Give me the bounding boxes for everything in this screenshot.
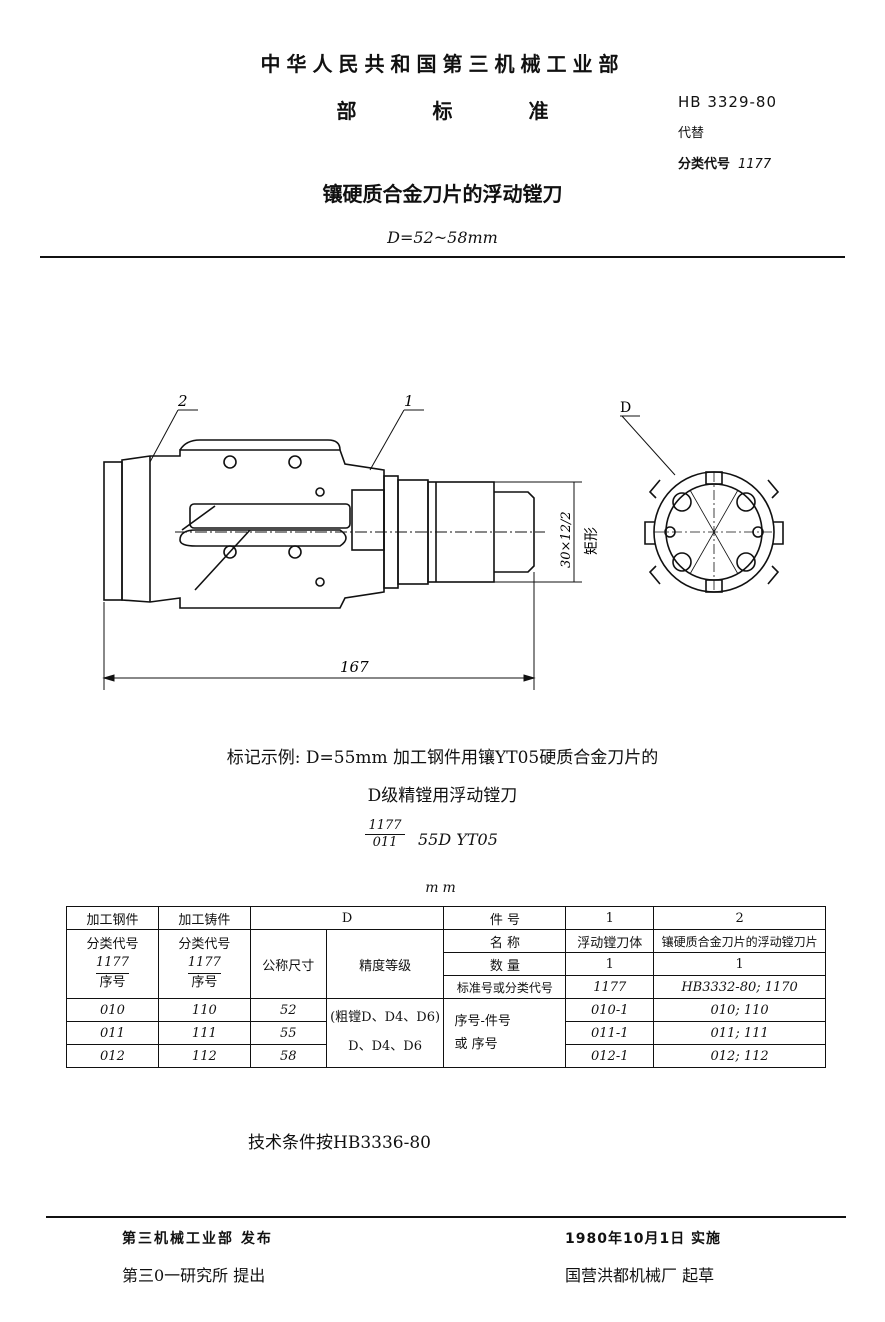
header-stdno: 标准号或分类代号: [443, 975, 567, 999]
proposer: 第三0一研究所 提出: [122, 1266, 266, 1285]
document-subtitle: D=52~58mm: [387, 228, 498, 247]
header-qty: 数 量: [443, 952, 567, 976]
seq-note-cell: 序号-件号 或 序号: [443, 998, 567, 1068]
class-code: 分类代号 1177: [678, 153, 771, 172]
row3-part-2: 012; 112: [653, 1044, 826, 1068]
seq-note-1: 序号-件号: [454, 1013, 511, 1029]
marking-value: 55D YT05: [418, 830, 498, 849]
name-part-1: 浮动镗刀体: [565, 929, 655, 953]
row2-nominal: 55: [249, 1021, 327, 1045]
publisher: 第三机械工业部 发布: [122, 1231, 273, 1247]
table-row: 010 110 52 (粗镗D、D4、D6) D、D4、D6 序号-件号 或 序…: [66, 998, 826, 1068]
tech-condition: 技术条件按HB3336-80: [248, 1133, 431, 1153]
marking-example-line1: 标记示例: D=55mm 加工钢件用镶YT05硬质合金刀片的: [226, 748, 659, 768]
name-part-2: 镶硬质合金刀片的浮动镗刀片: [653, 929, 826, 953]
seq-note-2: 或 序号: [454, 1037, 498, 1052]
header-row-2: 分类代号 1177 序号 分类代号 1177 序号 公称尺寸 精度等级 名 称 …: [66, 929, 826, 999]
cutter-body: [121, 449, 385, 609]
precision-cell: (粗镗D、D4、D6) D、D4、D6: [325, 998, 445, 1068]
row1-part-1: 010-1: [565, 998, 655, 1022]
document-title: 镶硬质合金刀片的浮动镗刀: [322, 182, 563, 206]
row3-steel: 012: [66, 1044, 159, 1068]
standard-word-3: 准: [528, 99, 549, 123]
spec-table: 加工钢件 加工铸件 D 件 号 1 2 分类代号 1177 序号 分类代号 11…: [66, 906, 826, 1068]
table-unit: mm: [425, 880, 460, 896]
header-D: D: [249, 906, 445, 930]
row3-part-1: 012-1: [565, 1044, 655, 1068]
header-name: 名 称: [443, 929, 567, 953]
header-cast: 加工铸件: [157, 906, 251, 930]
row2-steel: 011: [66, 1021, 159, 1045]
leader-1: [369, 409, 405, 471]
shank-end: [494, 491, 535, 573]
header-partno: 件 号: [443, 906, 567, 930]
cast-class-label: 分类代号: [178, 937, 231, 953]
row2-part-2: 011; 111: [653, 1021, 826, 1045]
drafter: 国营洪都机械厂 起草: [565, 1266, 715, 1285]
blade-top: [179, 439, 341, 451]
ministry-title: 中华人民共和国第三机械工业部: [260, 52, 625, 76]
standard-code: HB 3329-80: [678, 93, 778, 111]
standard-word-1: 部: [336, 99, 357, 123]
footer-rule: [46, 1216, 846, 1218]
steel-class-value: 1177: [95, 954, 129, 974]
callout-1: 1: [404, 392, 414, 410]
header-row-1: 加工钢件 加工铸件 D 件 号 1 2: [66, 906, 826, 930]
row1-part-2: 010; 110: [653, 998, 826, 1022]
header-row-3: 数 量 1 1: [67, 952, 826, 976]
header-part-2: 2: [653, 906, 826, 930]
stdno-part-1: 1177: [565, 975, 655, 999]
fraction-numerator: 1177: [365, 818, 405, 835]
body-flange: [103, 461, 123, 601]
technical-drawing: 2 1 D 167 30×12/2 矩形: [102, 392, 784, 690]
header-rule: [40, 256, 845, 258]
length-label: 167: [340, 658, 369, 676]
header-precision: 精度等级: [325, 929, 445, 999]
header-cast-class: 分类代号 1177 序号: [157, 929, 251, 999]
row2-cast: 111: [157, 1021, 251, 1045]
row2-part-1: 011-1: [565, 1021, 655, 1045]
row1-cast: 110: [157, 998, 251, 1022]
callout-D: D: [620, 400, 631, 416]
leader-D: [621, 415, 676, 476]
leader-2: [149, 409, 179, 463]
shank-1: [351, 489, 385, 551]
inner-bore: [189, 503, 351, 529]
standard-word-2: 标: [432, 99, 453, 123]
callout-2: 2: [177, 392, 188, 410]
steel-class-label: 分类代号: [86, 937, 139, 953]
thread: [427, 481, 495, 583]
cast-seq-label: 序号: [191, 974, 218, 990]
qty-part-1: 1: [565, 952, 655, 976]
row1-nominal: 52: [249, 998, 327, 1022]
header-nominal: 公称尺寸: [249, 929, 327, 999]
header-part-1: 1: [565, 906, 655, 930]
header-steel: 加工钢件: [66, 906, 159, 930]
thread-type: 矩形: [584, 527, 600, 555]
steel-seq-label: 序号: [99, 974, 126, 990]
qty-part-2: 1: [653, 952, 826, 976]
precision-value-1: (粗镗D、D4、D6): [330, 1010, 441, 1026]
replaces-label: 代替: [678, 126, 705, 141]
table-row: 012 112 58 012-1 012; 112: [66, 1044, 826, 1068]
row1-steel: 010: [66, 998, 159, 1022]
fraction-denominator: 011: [372, 835, 398, 850]
marking-example-line2: D级精镗用浮动镗刀: [367, 786, 518, 806]
precision-value-2: D、D4、D6: [348, 1039, 422, 1054]
class-code-label: 分类代号: [678, 157, 731, 172]
header-steel-class: 分类代号 1177 序号: [66, 929, 159, 999]
cast-class-value: 1177: [187, 954, 221, 974]
effective-date: 1980年10月1日 实施: [565, 1231, 722, 1247]
standard-label: 部标准: [0, 95, 885, 124]
stdno-part-2: HB3332-80; 1170: [653, 975, 826, 999]
marking-fraction: 1177 011: [365, 818, 405, 850]
row3-cast: 112: [157, 1044, 251, 1068]
row3-nominal: 58: [249, 1044, 327, 1068]
thread-spec: 30×12/2: [559, 511, 574, 568]
class-code-value: 1177: [738, 157, 772, 172]
